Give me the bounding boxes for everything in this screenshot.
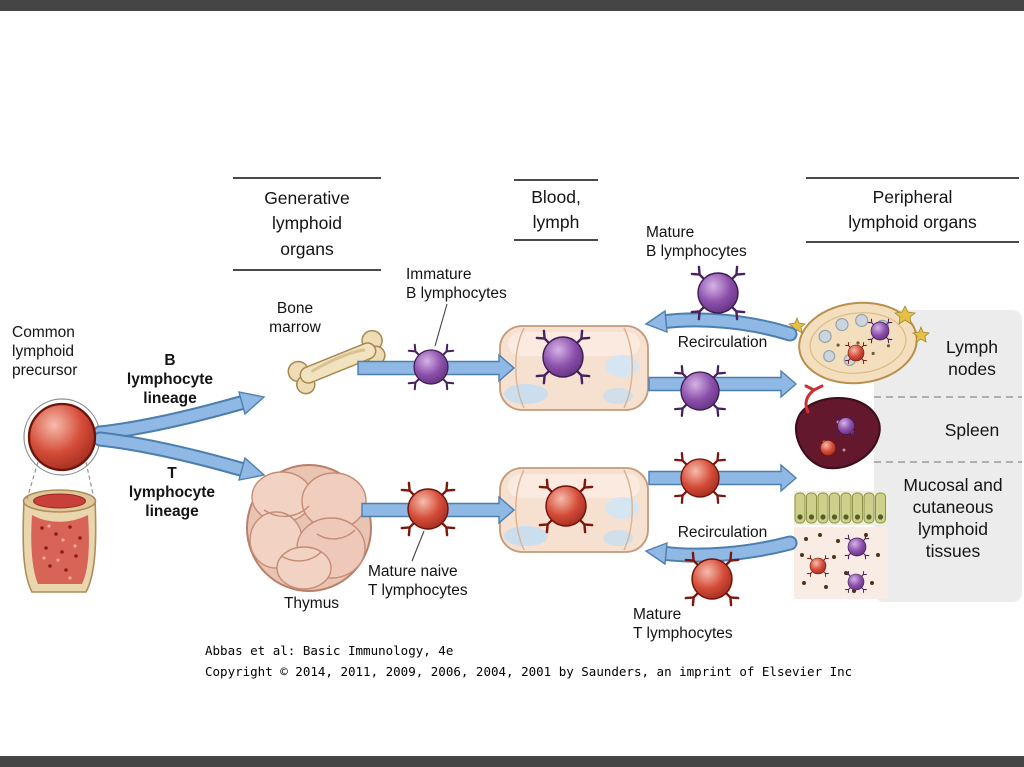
lymph-node-icon: [798, 301, 918, 385]
header-peripheral-lymphoid-organs: Peripheral lymphoid organs: [806, 177, 1019, 243]
label-common-lymphoid-precursor: Common lymphoid precursor: [12, 324, 78, 379]
b-recirculation-arrow: [644, 309, 798, 342]
blood-to-lymph-node-arrow: [648, 369, 798, 399]
label-mucosal-tissues: Mucosal and cutaneous lymphoid tissues: [903, 475, 1003, 562]
t-lineage-arrow: [92, 431, 266, 481]
spleen-icon: [795, 384, 881, 470]
b-lineage-arrow: [92, 391, 266, 441]
label-lymph-nodes: Lymph nodes: [946, 337, 998, 380]
t-cell-in-spleen: [818, 438, 838, 458]
t-cell-in-blood: [540, 480, 592, 532]
b-cell-in-lymph-node: [868, 319, 892, 343]
caption-copyright: Copyright © 2014, 2011, 2009, 2006, 2004…: [205, 664, 853, 679]
thymus-icon: [246, 464, 372, 592]
label-immature-b-lymphocytes: Immature B lymphocytes: [406, 266, 507, 302]
label-recirculation-t: Recirculation: [677, 524, 768, 541]
t-cell-in-lymph-node: [846, 343, 867, 364]
mature-b-cell-recirculating: [692, 267, 744, 319]
header-generative-lymphoid-organs: Generative lymphoid organs: [233, 177, 381, 271]
panel-dashed-dividers: [874, 396, 1022, 463]
label-bone-marrow: Bone marrow: [269, 300, 321, 336]
t-cell-to-tissues: [675, 453, 725, 503]
label-spleen: Spleen: [944, 420, 1000, 440]
b-cell-in-spleen: [835, 415, 857, 437]
bone-icon: [287, 329, 386, 395]
t-recirculation-arrow: [644, 535, 798, 566]
label-mature-t-lymphocytes: Mature T lymphocytes: [633, 606, 733, 642]
mature-t-cell-recirculating: [686, 553, 738, 605]
mature-naive-t-cell: [402, 483, 454, 535]
b-cell-in-mucosa-2: [846, 572, 867, 593]
label-t-lymphocyte-lineage: T lymphocyte lineage: [128, 465, 216, 520]
t-cell-in-mucosa: [808, 556, 829, 577]
immature-b-pointer-line: [434, 303, 448, 347]
label-recirculation-b: Recirculation: [677, 334, 768, 351]
label-thymus: Thymus: [283, 595, 340, 612]
label-b-lymphocyte-lineage: B lymphocyte lineage: [126, 352, 214, 407]
common-lymphoid-precursor-cell: [27, 402, 97, 472]
b-cell-in-mucosa: [845, 535, 869, 559]
label-mature-b-lymphocytes: Mature B lymphocytes: [646, 224, 747, 260]
magnifier-dashed-lines: [26, 461, 95, 500]
header-blood-lymph: Blood, lymph: [514, 179, 598, 241]
mucosa-icon: [794, 491, 888, 599]
bottom-letterbox-bar: [0, 756, 1024, 767]
top-letterbox-bar: [0, 0, 1024, 11]
naive-t-pointer-line: [411, 530, 425, 562]
mature-b-cell-to-node: [675, 366, 725, 416]
blood-to-tissues-arrow: [648, 463, 798, 493]
immature-b-cell: [409, 345, 453, 389]
label-mature-naive-t-lymphocytes: Mature naive T lymphocytes: [368, 563, 468, 599]
caption-source: Abbas et al: Basic Immunology, 4e: [205, 643, 454, 658]
bone-marrow-section-icon: [22, 489, 97, 593]
mature-b-cell-in-blood: [537, 331, 589, 383]
